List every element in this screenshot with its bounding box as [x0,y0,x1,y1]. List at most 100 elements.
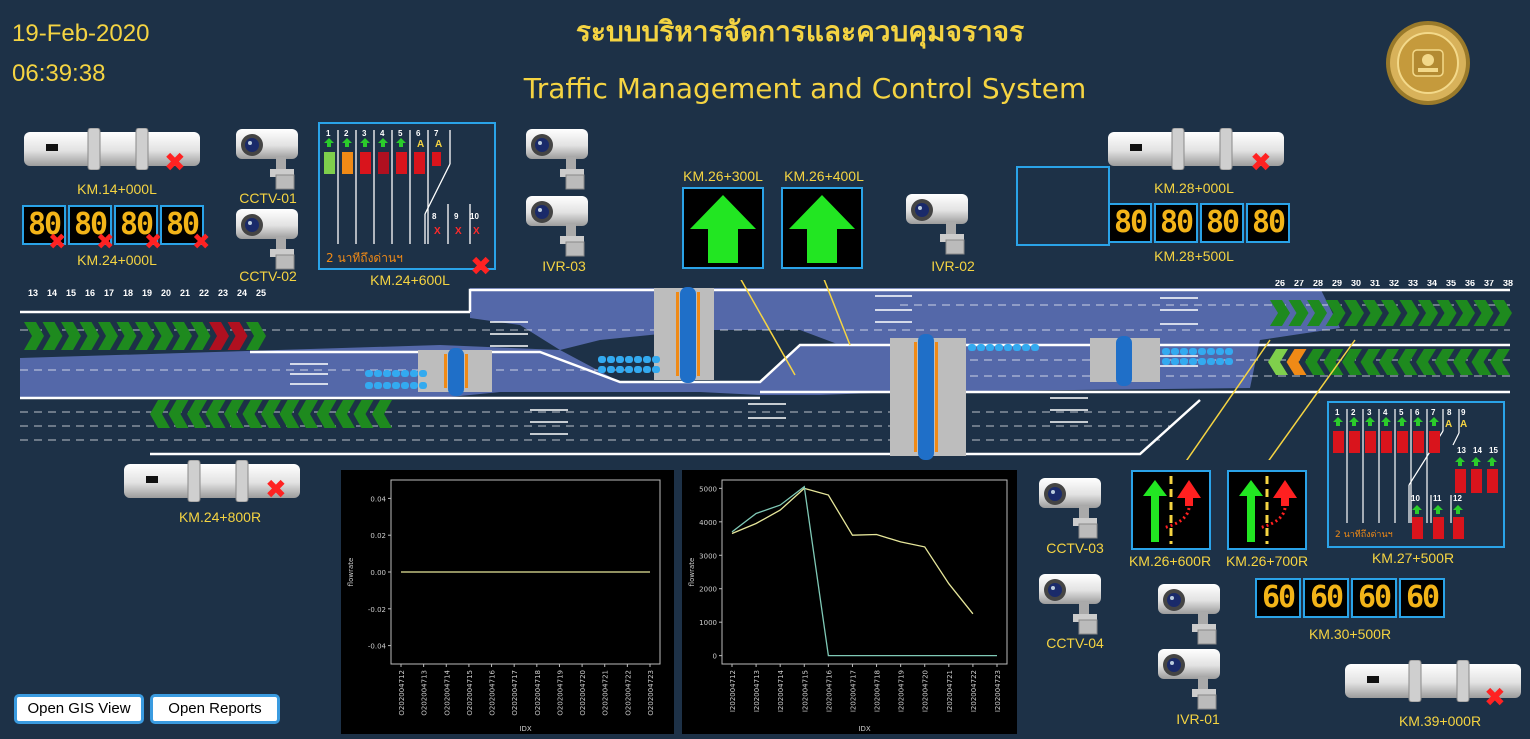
empty-sign-panel[interactable] [1016,166,1110,246]
svg-text:5: 5 [1399,408,1404,417]
lane-status-chevron [1305,349,1325,375]
x-axis-label: IDX [858,725,870,733]
camera-ivr03[interactable] [520,192,595,257]
speed-sign: 60 [1351,578,1397,618]
x-axis-label: IDX [519,725,531,733]
lane-status-chevron [1325,300,1346,326]
lane-status-chevron [1490,349,1510,375]
open-gis-view-button[interactable]: Open GIS View [14,694,144,724]
camera-cctv03[interactable] [1033,474,1108,539]
x-tick-label: I202004723 [994,670,1002,712]
camera-cctv04[interactable] [1033,570,1108,635]
svg-text:X: X [434,226,441,237]
vms-km30-500r[interactable]: 60 60 60 60 [1255,578,1445,618]
lane-status-chevron [153,322,174,350]
x-tick-label: I202004715 [801,670,809,712]
station-label: KM.24+000L [77,252,157,268]
y-axis-label: flowrate [688,558,696,587]
vms-km24-000l[interactable]: 80 80 80 80 [22,205,204,245]
queue-marker [625,356,633,363]
lane-arrow-sign-km26-600r[interactable] [1131,470,1211,550]
camera-ivr02[interactable] [900,190,975,255]
lane-arrow-sign-km26-700r[interactable] [1227,470,1307,550]
lane-status-chevron [1381,300,1401,326]
lane-number: 16 [85,288,95,298]
lane-number: 15 [66,288,76,298]
camera-label: CCTV-01 [239,190,297,206]
y-tick-label: 3000 [699,552,717,560]
lane-number: 38 [1503,280,1513,288]
camera-cctv02[interactable] [230,205,305,270]
camera-cctv01[interactable] [230,125,305,190]
arrow-up-icon [789,195,855,263]
lane-status-chevron [205,400,226,428]
lane-number: 17 [104,288,114,298]
x-tick-label: O202004720 [579,670,587,716]
svg-text:6: 6 [416,129,421,138]
vms-km28-500l[interactable]: 80 80 80 80 [1108,203,1290,243]
lane-status-chevron [1455,300,1475,326]
lane-arrow-sign-km26-400l[interactable] [781,187,863,269]
x-tick-label: O202004723 [647,670,655,716]
queue-marker [1207,358,1215,365]
svg-text:A: A [1445,419,1452,430]
camera-label: IVR-01 [1176,711,1220,727]
svg-text:6: 6 [1415,408,1420,417]
lane-status-chevron [1473,300,1494,326]
lane-status-chevron [1397,349,1418,375]
cctv-camera-icon [520,125,595,190]
lane-status-chevron [135,322,155,350]
lane-number: 22 [199,288,209,298]
x-tick-label: I202004720 [922,670,930,712]
camera-ivr03-a[interactable] [520,125,595,190]
queue-marker [1180,358,1188,365]
svg-text:1: 1 [326,129,331,138]
queue-marker [392,382,400,389]
svg-text:13: 13 [1457,446,1466,455]
lane-status-chevron [1453,349,1473,375]
y-tick-label: 0.04 [370,495,386,503]
lane-status-chevron [1268,349,1288,375]
open-reports-button[interactable]: Open Reports [150,694,280,724]
queue-marker [607,356,615,363]
svg-text:5: 5 [398,129,403,138]
queue-marker [1013,344,1021,351]
lane-status-chevron [1362,300,1383,326]
arrow-up-icon [690,195,756,263]
y-tick-label: 1000 [699,619,717,627]
station-label: KM.27+500R [1371,550,1455,566]
lane-status-chevron [190,322,211,350]
svg-text:3: 3 [1367,408,1372,417]
queue-marker [1207,348,1215,355]
queue-marker [1162,348,1170,355]
y-tick-label: 0.00 [370,569,386,577]
queue-marker [598,366,606,373]
lane-arrow-sign-km26-300l[interactable] [682,187,764,269]
lane-status-chevron [98,322,118,350]
lane-status-chevron [1471,349,1492,375]
svg-text:3: 3 [362,129,367,138]
lane-status-chevron [1307,300,1327,326]
cctv-camera-icon [230,205,305,270]
svg-text:A: A [435,139,442,150]
offline-x-icon: ✖ [48,230,67,255]
svg-text:9: 9 [1461,408,1466,417]
svg-text:2: 2 [1351,408,1356,417]
x-tick-label: O202004714 [443,669,451,715]
lane-status-chevron [1342,349,1362,375]
queue-marker [1022,344,1030,351]
queue-marker [968,344,976,351]
queue-marker [995,344,1003,351]
y-tick-label: 2000 [699,586,717,594]
camera-ivr01-a[interactable] [1152,580,1227,645]
offline-x-icon: ✖ [1484,683,1506,713]
camera-ivr01[interactable] [1152,645,1227,710]
lane-status-chevron [187,400,207,428]
lane-number: 36 [1465,280,1475,288]
station-label: KM.39+000R [1398,713,1482,729]
lane-number: 31 [1370,280,1380,288]
